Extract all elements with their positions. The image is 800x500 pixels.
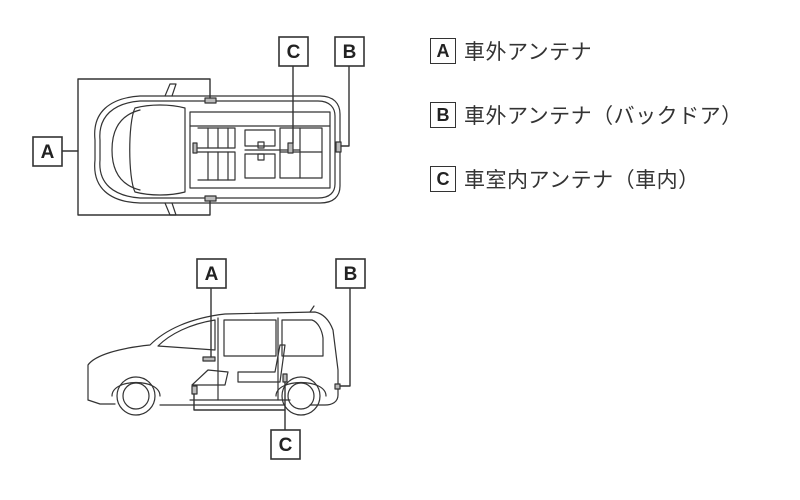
- svg-text:C: C: [287, 42, 301, 63]
- legend-text-b: 車外アンテナ（バックドア）: [464, 104, 743, 128]
- callout-lines-top: [61, 65, 350, 216]
- label-box-b-top: B: [334, 36, 365, 67]
- legend-key-b: B: [430, 102, 456, 128]
- label-box-c-top: C: [278, 36, 309, 67]
- car-side-view: [87, 305, 341, 416]
- svg-text:A: A: [205, 264, 219, 285]
- svg-text:A: A: [41, 142, 55, 163]
- label-box-a-top: A: [32, 136, 63, 167]
- legend-key-a: A: [430, 38, 456, 64]
- label-box-c-side: C: [270, 429, 301, 460]
- svg-text:C: C: [279, 435, 293, 456]
- legend-key-c: C: [430, 166, 456, 192]
- label-box-a-side: A: [196, 258, 227, 289]
- legend-item-a: A 車外アンテナ: [430, 36, 592, 66]
- legend-item-b: B 車外アンテナ（バックドア）: [430, 100, 743, 130]
- svg-text:B: B: [344, 264, 358, 285]
- legend-item-c: C 車室内アンテナ（車内）: [430, 164, 700, 194]
- car-top-view: [94, 83, 342, 216]
- svg-text:B: B: [343, 42, 357, 63]
- callout-lines-side: [193, 288, 351, 431]
- label-box-b-side: B: [335, 258, 366, 289]
- legend-text-c: 車室内アンテナ（車内）: [464, 168, 700, 192]
- legend-text-a: 車外アンテナ: [464, 40, 593, 64]
